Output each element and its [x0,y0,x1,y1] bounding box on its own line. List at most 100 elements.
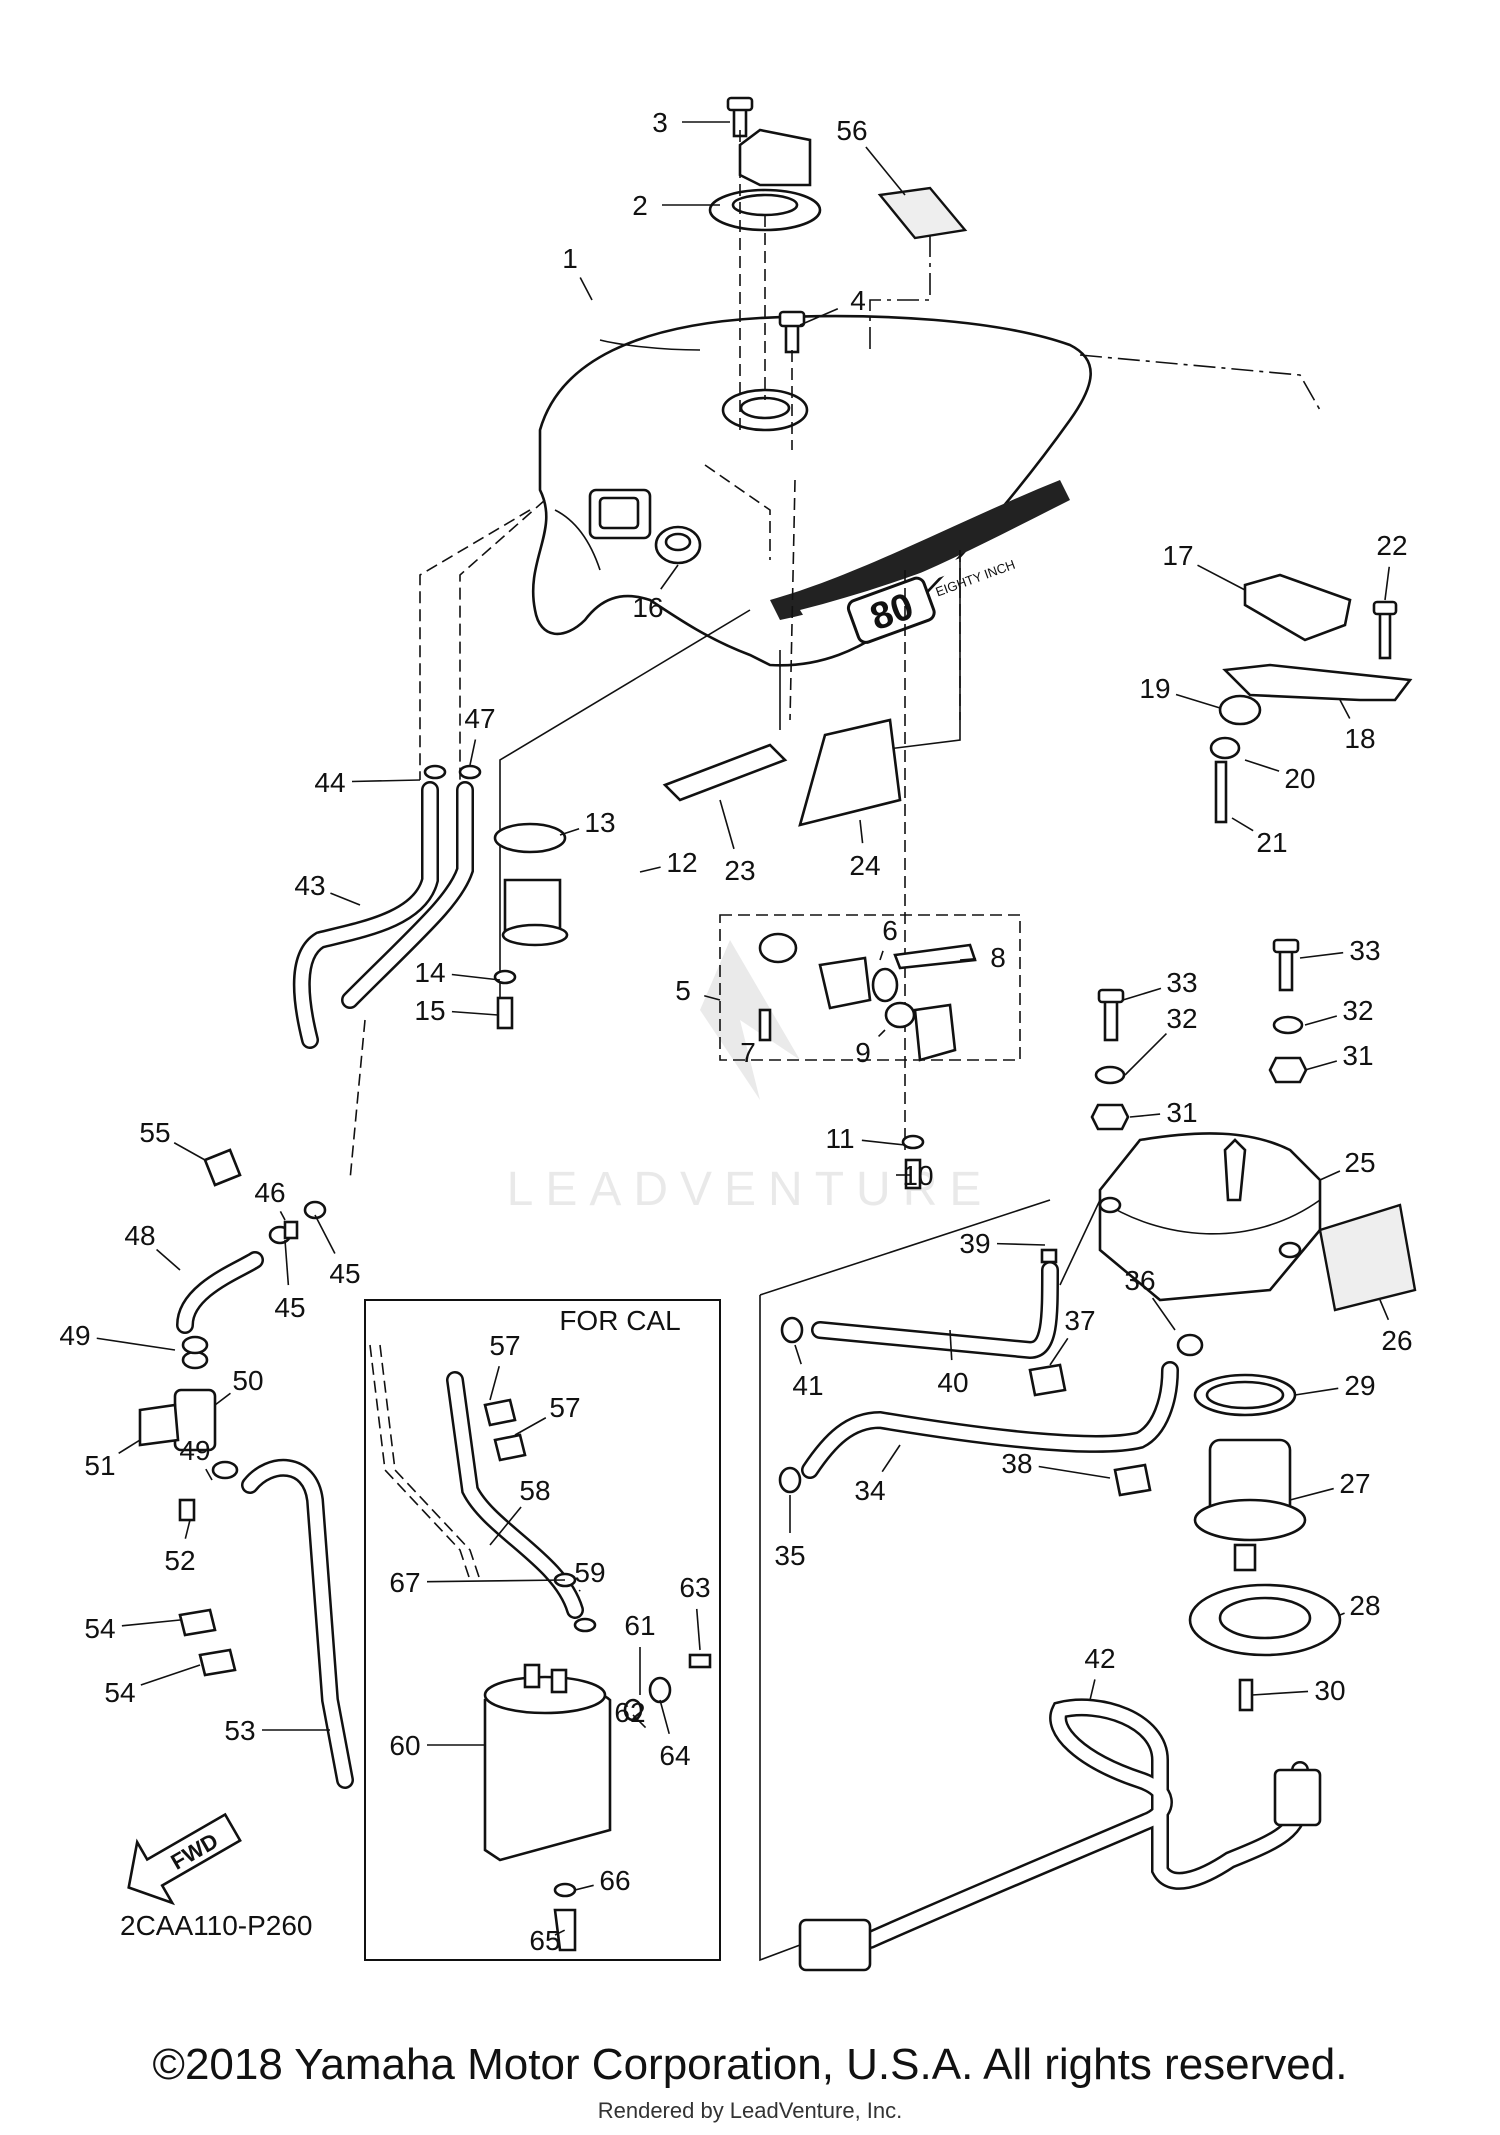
callout-6: 6 [882,915,898,946]
callout-36: 36 [1124,1265,1155,1296]
for-cal-title: FOR CAL [559,1305,680,1336]
callout-3: 3 [652,107,668,138]
callout-28: 28 [1349,1590,1380,1621]
leader-31 [1304,1060,1338,1071]
rendered-by-note: Rendered by LeadVenture, Inc. [597,2098,903,2123]
leader-6 [879,950,884,961]
callout-49: 49 [179,1435,210,1466]
callout-22: 22 [1376,530,1407,561]
callout-46: 46 [254,1177,285,1208]
leader-25 [1319,1170,1341,1181]
leader-24 [859,819,864,844]
leader-56 [865,146,906,196]
callout-54: 54 [84,1613,115,1644]
callout-25: 25 [1344,1147,1375,1178]
callout-35: 35 [774,1540,805,1571]
callout-19: 19 [1139,673,1170,704]
callout-45: 45 [329,1258,360,1289]
leader-32 [1124,1032,1168,1076]
leader-45 [284,1239,290,1286]
leader-39 [996,1242,1046,1246]
leader-65 [554,1929,566,1936]
leader-18 [1339,699,1351,719]
callout-leaders [96,121,1391,1936]
watermark: LEADVENTURE [507,940,994,1216]
canister-hoses [369,1344,712,1722]
callout-51: 51 [84,1450,115,1481]
leader-62 [632,1714,647,1729]
callout-33: 33 [1349,935,1380,966]
petcock-group-box [719,914,1021,1061]
leader-30 [1251,1690,1309,1696]
leader-63 [695,1608,701,1651]
leader-11 [861,1139,906,1146]
callout-56: 56 [836,115,867,146]
fuel-pump-housing-25 [1098,1132,1417,1417]
leader-5 [704,994,721,1001]
leader-55 [173,1142,206,1161]
callout-41: 41 [792,1370,823,1401]
callout-44: 44 [314,767,345,798]
callout-65: 65 [529,1925,560,1956]
copyright-footer: ©2018 Yamaha Motor Corporation, U.S.A. A… [152,2040,1348,2089]
callout-66: 66 [599,1865,630,1896]
callout-34: 34 [854,1475,885,1506]
leader-44 [351,779,421,783]
callout-9: 9 [855,1037,871,1068]
fuel-pump-27 [1193,1438,1307,1572]
leader-41 [794,1344,802,1365]
hose-43 [292,781,474,1049]
leader-29 [1294,1387,1339,1396]
callout-55: 55 [139,1117,170,1148]
leader-66 [574,1884,594,1891]
leader-17 [1197,564,1246,591]
leader-19 [1175,693,1221,709]
leader-33 [1122,987,1162,1001]
label-sticker-56 [877,186,968,240]
leader-22 [1384,566,1391,601]
pad-24 [798,718,902,827]
callout-24: 24 [849,850,880,881]
leader-57 [514,1417,547,1436]
leader-16 [660,564,679,590]
callout-2: 2 [632,190,648,221]
fwd-arrow: FWD [127,1812,242,1906]
callout-49: 49 [59,1320,90,1351]
leader-50 [214,1392,231,1406]
callout-40: 40 [937,1367,968,1398]
callout-27: 27 [1339,1468,1370,1499]
callout-43: 43 [294,870,325,901]
callout-58: 58 [519,1475,550,1506]
callout-32: 32 [1166,1003,1197,1034]
callout-59: 59 [574,1557,605,1588]
leader-27 [1289,1487,1334,1501]
callout-26: 26 [1381,1325,1412,1356]
callout-8: 8 [990,942,1006,973]
fuel-sender-12 [493,822,569,1030]
bolt-30 [1238,1678,1254,1712]
callout-15: 15 [414,995,445,1026]
plate-28 [1188,1583,1342,1657]
watermark-text: LEADVENTURE [507,1163,994,1216]
callout-64: 64 [659,1740,690,1771]
callout-57: 57 [489,1330,520,1361]
hose-48 [176,1251,264,1334]
callout-42: 42 [1084,1643,1115,1674]
hose-53 [241,1458,354,1789]
leader-58 [489,1506,522,1546]
callout-57: 57 [549,1392,580,1423]
petcock-5 [758,932,977,1190]
leader-67 [426,1579,566,1583]
callout-5: 5 [675,975,691,1006]
callout-38: 38 [1001,1448,1032,1479]
leader-57 [489,1366,500,1401]
callout-48: 48 [124,1220,155,1251]
leader-40 [949,1329,953,1361]
callout-50: 50 [232,1365,263,1396]
callout-32: 32 [1342,995,1373,1026]
bolt-4 [778,310,806,354]
fuel-cap [708,128,822,232]
callout-54: 54 [104,1677,135,1708]
clamps-left [178,764,482,1677]
